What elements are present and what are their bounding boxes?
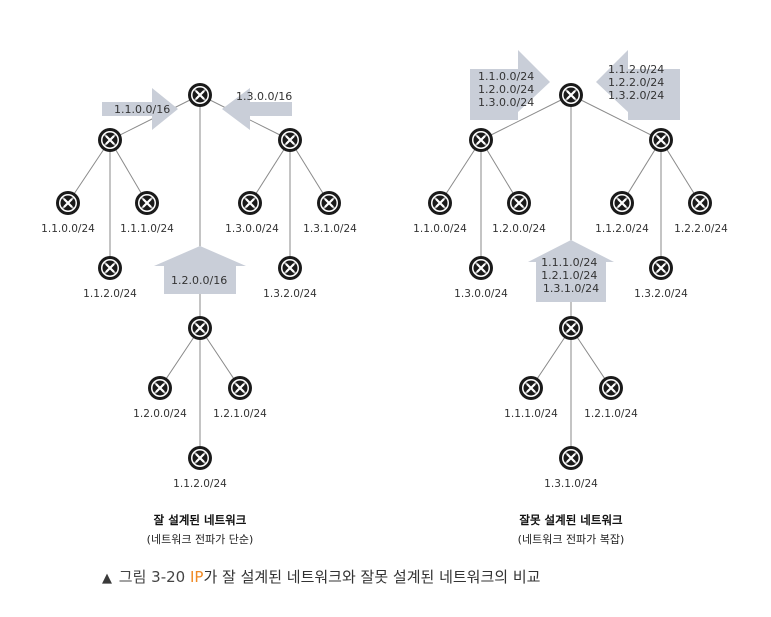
right-arrow-mid [528,240,614,302]
arrow-label-line: 1.3.0.0/24 [478,96,534,109]
left-arrow-mid-label: 1.2.0.0/16 [171,274,227,287]
left-arrow-mid [154,246,246,294]
left-title: 잘 설계된 네트워크 [154,513,247,527]
right-arrow-mid-labels: 1.1.1.0/24 1.2.1.0/24 1.3.1.0/24 [541,256,601,295]
subnet-label: 1.3.1.0/24 [544,478,598,490]
subnet-label: 1.3.0.0/24 [454,288,508,300]
router-icon [315,189,343,217]
router-icon [597,374,625,402]
subnet-label: 1.1.0.0/24 [41,223,95,235]
right-title: 잘못 설계된 네트워크 [519,513,623,527]
router-icon [96,254,124,282]
router-icon [276,126,304,154]
router-icon [96,126,124,154]
router-icon [426,189,454,217]
subnet-label: 1.1.2.0/24 [173,478,227,490]
router-icon [467,254,495,282]
subnet-label: 1.3.1.0/24 [303,223,357,235]
router-icon [467,126,495,154]
left-arrow-upleft [102,88,178,130]
caption-highlight: IP [189,568,204,586]
arrow-label-line: 1.2.2.0/24 [608,76,664,89]
subnet-label: 1.2.0.0/24 [133,408,187,420]
router-icon [226,374,254,402]
router-icon [557,444,585,472]
subnet-label: 1.1.1.0/24 [120,223,174,235]
left-links [67,94,330,458]
right-arrow-upright [596,50,680,120]
left-arrow-upleft-label: 1.1.0.0/16 [114,103,170,116]
router-icon [505,189,533,217]
right-arrow-upright-labels: 1.1.2.0/24 1.2.2.0/24 1.3.2.0/24 [608,63,668,102]
subnet-label: 1.1.0.0/24 [413,223,467,235]
router-icon [54,189,82,217]
right-links [439,94,701,458]
caption-text: 가 잘 설계된 네트워크와 잘못 설계된 네트워크의 비교 [203,568,541,586]
router-icon [557,314,585,342]
router-icon [647,254,675,282]
router-icon [236,189,264,217]
subnet-label: 1.2.2.0/24 [674,223,728,235]
router-icon [186,314,214,342]
right-arrow-upleft-labels: 1.1.0.0/24 1.2.0.0/24 1.3.0.0/24 [478,70,538,109]
router-icon [146,374,174,402]
right-subtitle: (네트워크 전파가 복잡) [518,533,625,546]
caption-marker-icon: ▲ [102,571,112,586]
arrow-label-line: 1.2.1.0/24 [541,269,597,282]
router-icon [608,189,636,217]
router-icon [186,444,214,472]
left-arrow-upright [222,88,292,130]
left-subtitle: (네트워크 전파가 단순) [147,533,254,546]
left-arrow-upright-label: 1.3.0.0/16 [236,90,292,103]
right-arrow-upleft [470,50,550,120]
subnet-label: 1.3.0.0/24 [225,223,279,235]
subnet-label: 1.3.2.0/24 [634,288,688,300]
router-icon [557,81,585,109]
router-icon [517,374,545,402]
arrow-label-line: 1.1.1.0/24 [541,256,597,269]
caption-figure-number: 그림 3-20 [118,568,186,586]
subnet-label: 1.2.1.0/24 [213,408,267,420]
subnet-label: 1.3.2.0/24 [263,288,317,300]
router-icon [133,189,161,217]
router-icon [686,189,714,217]
router-icon [276,254,304,282]
right-network: 1.1.0.0/24 1.2.0.0/24 1.3.0.0/24 1.1.2.0… [413,50,728,546]
arrow-label-line: 1.3.2.0/24 [608,89,664,102]
subnet-label: 1.1.2.0/24 [595,223,649,235]
subnet-label: 1.1.2.0/24 [83,288,137,300]
arrow-label-line: 1.3.1.0/24 [543,282,599,295]
network-comparison-diagram: 1.1.0.0/16 1.3.0.0/16 1.2.0.0/16 1.1.0.0… [41,50,728,546]
figure-caption: ▲ 그림 3-20 IP가 잘 설계된 네트워크와 잘못 설계된 네트워크의 비… [102,566,540,587]
left-network: 1.1.0.0/16 1.3.0.0/16 1.2.0.0/16 1.1.0.0… [41,81,357,546]
router-icon [647,126,675,154]
subnet-label: 1.2.1.0/24 [584,408,638,420]
subnet-label: 1.1.1.0/24 [504,408,558,420]
arrow-label-line: 1.1.2.0/24 [608,63,664,76]
subnet-label: 1.2.0.0/24 [492,223,546,235]
router-icon [186,81,214,109]
arrow-label-line: 1.1.0.0/24 [478,70,534,83]
arrow-label-line: 1.2.0.0/24 [478,83,534,96]
